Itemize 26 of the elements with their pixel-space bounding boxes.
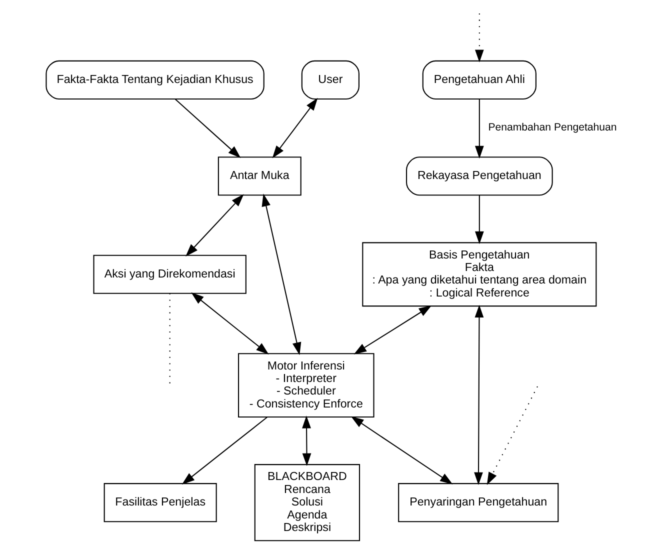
arrow — [474, 304, 484, 486]
node-box: Basis Pengetahuan Fakta : Apa yang diketahui tentang area domain : Logical Reference — [362, 242, 596, 307]
arrow — [185, 194, 244, 256]
arrow — [181, 416, 267, 485]
node-box: User — [300, 60, 359, 100]
arrow — [350, 416, 452, 484]
arrow — [474, 195, 484, 244]
node-box: Rekayasa Pengetahuan — [405, 156, 552, 196]
edge-label: Penambahan Pengetahuan — [488, 122, 616, 134]
node-box: Motor Inferensi - Interpreter - Scheduler - Consistency Enforce — [238, 353, 374, 418]
node-box: Penyaringan Pengetahuan — [398, 483, 558, 522]
node-box: Antar Muka — [217, 156, 301, 196]
node-box: BLACKBOARD Rencana Solusi Agenda Deskripsi — [254, 464, 360, 542]
arrow — [190, 292, 268, 354]
arrow — [486, 386, 538, 485]
node-box: Fakta-Fakta Tentang Kejadian Khusus — [45, 60, 264, 100]
arrow — [261, 194, 301, 356]
node-box: Aksi yang Direkomendasi — [92, 254, 246, 294]
node-box: Fasilitas Penjelas — [103, 483, 216, 522]
arrow — [474, 13, 484, 62]
arrow — [272, 98, 318, 158]
node-box: Pengetahuan Ahli — [422, 60, 536, 100]
arrow — [302, 416, 311, 466]
arrow — [474, 99, 484, 159]
arrow — [353, 306, 432, 354]
arrow — [174, 98, 240, 158]
